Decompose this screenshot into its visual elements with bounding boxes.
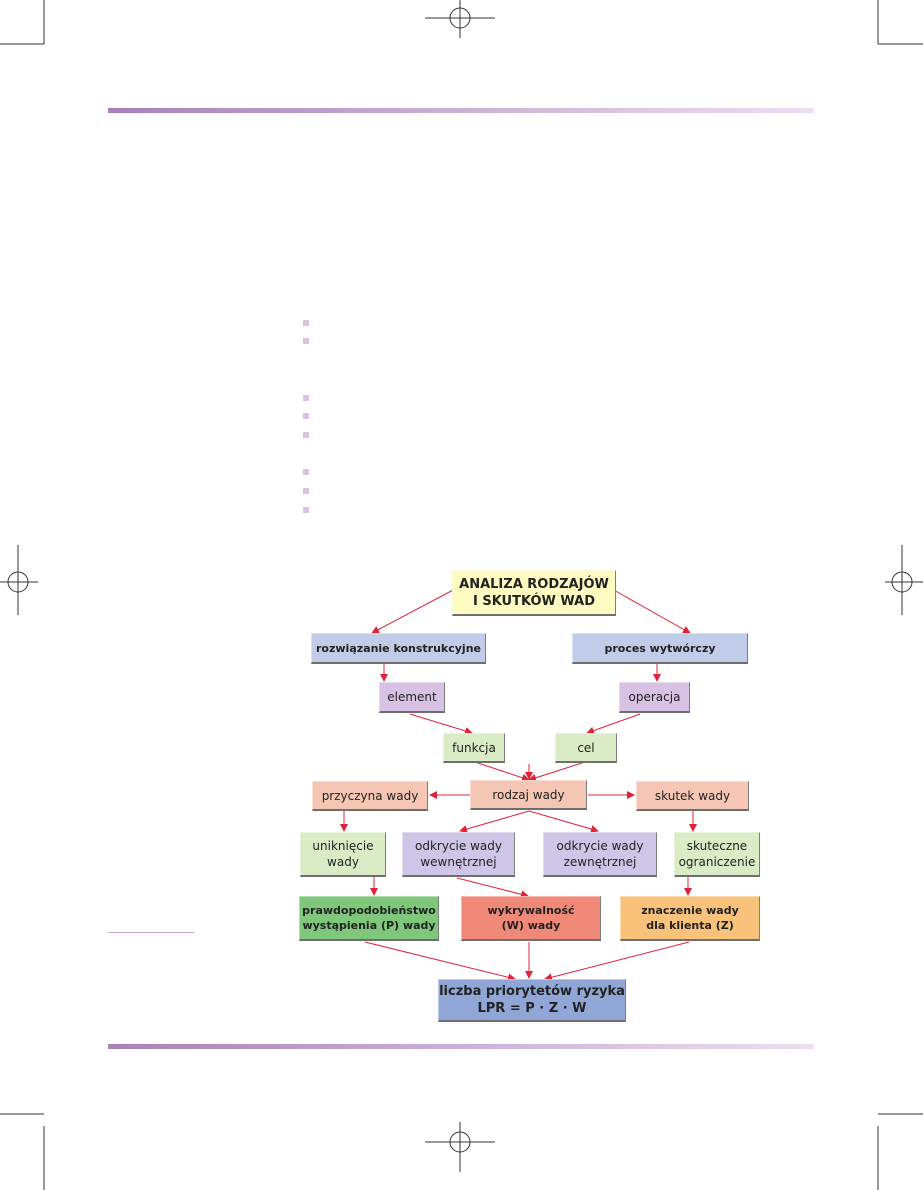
node-operation: operacja — [619, 682, 690, 713]
node-defect-effect-label: skutek wady — [654, 788, 731, 803]
node-analysis-root-label: ANALIZA RODZAJÓW I SKUTKÓW WAD — [459, 576, 609, 609]
node-external-detection: odkrycie wady zewnętrznej — [543, 832, 657, 877]
node-external-detection-label: odkrycie wady zewnętrznej — [556, 839, 644, 869]
node-risk-priority-number-label: liczba priorytetów ryzyka LPR = P · Z · … — [439, 984, 625, 1016]
node-effective-limitation-label: skuteczne ograniczenie — [678, 839, 756, 869]
node-manufacturing-process: proces wytwórczy — [572, 633, 748, 664]
node-analysis-root: ANALIZA RODZAJÓW I SKUTKÓW WAD — [452, 570, 616, 616]
bullet-marker — [303, 469, 309, 475]
node-risk-priority-number: liczba priorytetów ryzyka LPR = P · Z · … — [438, 979, 626, 1022]
bullet-marker — [303, 395, 309, 401]
node-goal: cel — [555, 733, 617, 763]
node-function-label: funkcja — [452, 740, 496, 755]
node-design-solution-label: rozwiązanie konstrukcyjne — [316, 641, 481, 655]
node-function: funkcja — [443, 733, 505, 763]
bullet-marker — [303, 432, 309, 438]
node-internal-detection-label: odkrycie wady wewnętrznej — [415, 839, 502, 869]
node-customer-significance: znaczenie wady dla klienta (Z) — [620, 896, 760, 941]
bullet-marker — [303, 320, 309, 326]
node-defect-effect: skutek wady — [636, 781, 749, 811]
node-manufacturing-process-label: proces wytwórczy — [604, 641, 716, 655]
bullet-marker — [303, 507, 309, 513]
footnote-separator — [108, 932, 194, 933]
header-rule — [108, 108, 814, 113]
bullet-marker — [303, 338, 309, 344]
footer-rule — [108, 1044, 814, 1049]
node-detectability-label: wykrywalność (W) wady — [487, 904, 575, 932]
node-goal-label: cel — [577, 740, 595, 755]
node-element-label: element — [387, 690, 437, 704]
node-element: element — [379, 682, 445, 713]
node-defect-cause-label: przyczyna wady — [321, 788, 419, 803]
node-internal-detection: odkrycie wady wewnętrznej — [402, 832, 515, 877]
node-customer-significance-label: znaczenie wady dla klienta (Z) — [641, 904, 739, 932]
node-defect-type-label: rodzaj wady — [492, 787, 565, 802]
node-occurrence-probability: prawdopodobieństwo wystąpienia (P) wady — [299, 896, 439, 941]
node-defect-avoidance: uniknięcie wady — [300, 832, 386, 877]
node-detectability: wykrywalność (W) wady — [461, 896, 601, 941]
node-defect-avoidance-label: uniknięcie wady — [312, 839, 374, 869]
bullet-marker — [303, 488, 309, 494]
node-effective-limitation: skuteczne ograniczenie — [674, 832, 760, 877]
node-operation-label: operacja — [628, 690, 681, 704]
node-defect-cause: przyczyna wady — [312, 781, 428, 811]
node-design-solution: rozwiązanie konstrukcyjne — [311, 633, 486, 664]
node-occurrence-probability-label: prawdopodobieństwo wystąpienia (P) wady — [302, 904, 436, 932]
bullet-marker — [303, 413, 309, 419]
node-defect-type: rodzaj wady — [470, 780, 587, 810]
